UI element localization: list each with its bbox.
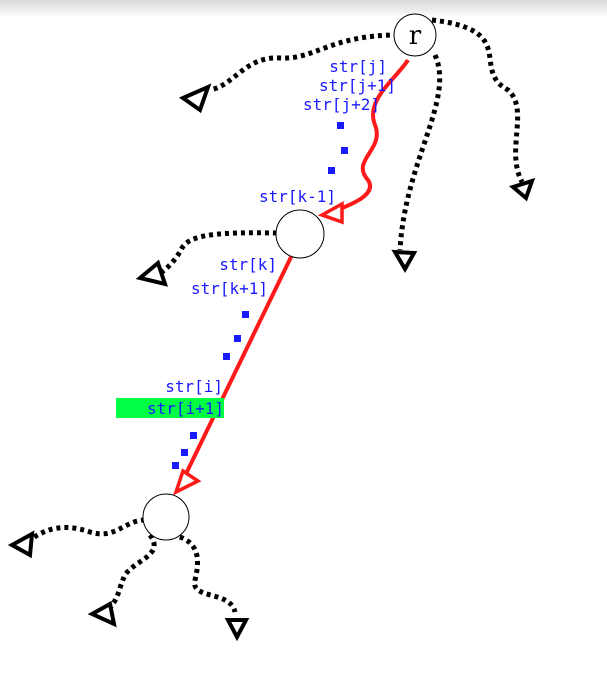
ellipsis-dot [172,462,179,469]
root-branch-left-arrowhead [178,83,212,114]
ellipsis-dot [341,147,348,154]
bottom-branch-left-arrowhead [7,530,35,559]
root-node [393,13,437,57]
ellipsis-dot [190,432,197,439]
label-str-i: str[i] [165,377,223,396]
ellipsis-dot [223,353,230,360]
path-root-to-mid-arrowhead [317,201,344,225]
label-str-j1: str[j+1] [319,76,396,95]
bottom-branch-left [28,517,146,543]
root-branch-middle-arrowhead [391,249,418,274]
ellipsis-lower [172,432,197,469]
str-i1-highlight [116,398,224,418]
root-branch-right [431,17,525,184]
mid-node [275,209,325,259]
path-mid-to-bottom-arrowhead [173,468,202,496]
ellipsis-dot [328,167,335,174]
path-mid-to-bottom [181,254,294,481]
label-str-k: str[k] [219,255,277,274]
label-str-k-1: str[k-1] [259,187,336,206]
path-root-to-mid [329,58,410,215]
label-str-i1: str[i+1] [147,399,224,418]
ellipsis-middle [223,311,249,360]
mid-branch-left [156,230,278,278]
ellipsis-dot [337,122,344,129]
ellipsis-dot [181,449,188,456]
label-str-j: str[j] [329,57,387,76]
root-node-label: r [409,21,422,51]
label-str-j2: str[j+2] [303,95,380,114]
root-branch-middle [397,53,443,251]
root-branch-right-arrowhead [508,177,536,202]
bottom-node [142,493,190,541]
label-str-k1: str[k+1] [191,279,268,298]
bottom-branch-right-arrowhead [224,618,250,642]
bottom-branch-middle-arrowhead [87,600,117,628]
root-branches [209,17,525,251]
mid-branch-left-arrowhead [135,259,169,287]
root-branch-left [209,32,399,93]
bottom-branch-middle [107,533,157,610]
ellipsis-upper [328,122,348,174]
bottom-branch-right [171,532,238,613]
ellipsis-dot [234,335,241,342]
top-shadow-band [0,0,607,17]
ellipsis-dot [242,311,249,318]
